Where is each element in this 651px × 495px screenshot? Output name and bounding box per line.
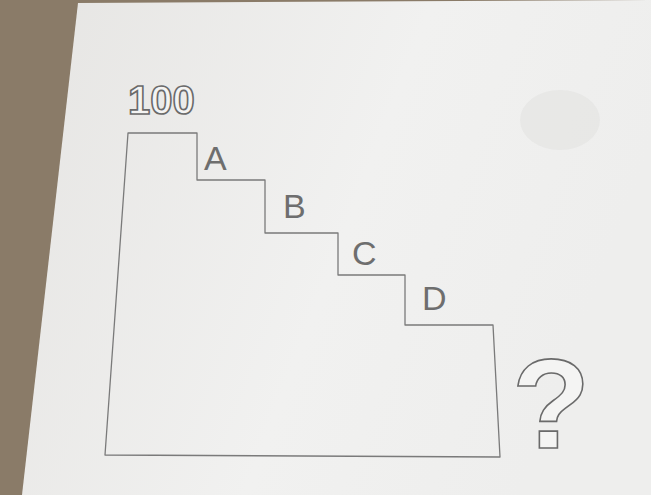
- question-mark: ?: [512, 340, 590, 468]
- step-letter: D: [422, 281, 447, 315]
- staircase-outline: [105, 133, 500, 457]
- step-letter: C: [352, 236, 377, 270]
- step-letter: B: [283, 189, 306, 223]
- step-letter: A: [204, 141, 227, 175]
- paper-shadow: [520, 90, 600, 150]
- score-number: 100: [128, 80, 195, 120]
- paper-sheet: [22, 0, 651, 495]
